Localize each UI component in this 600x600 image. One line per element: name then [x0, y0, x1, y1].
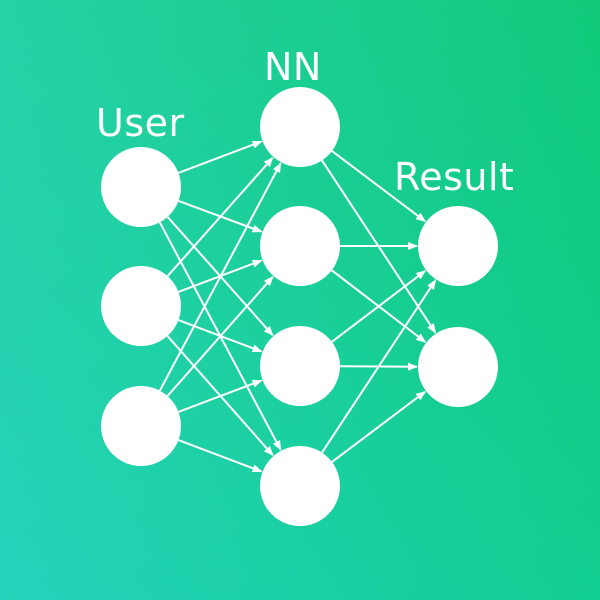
connection-arrows — [158, 140, 437, 473]
layer-label-nn: NN — [264, 45, 322, 89]
nn-node-4 — [260, 446, 340, 526]
arrow-user-3-to-nn-4 — [178, 439, 263, 473]
nn-node-3 — [260, 326, 340, 406]
nn-node-2 — [260, 206, 340, 286]
arrow-user-3-to-nn-2 — [166, 275, 274, 397]
arrow-user-1-to-nn-1 — [178, 140, 263, 174]
arrow-nn-3-to-result-1 — [331, 270, 427, 343]
arrow-user-2-to-nn-1 — [166, 156, 274, 277]
result-node-2 — [418, 327, 498, 407]
user-node-2 — [101, 266, 181, 346]
arrow-nn-1-to-result-1 — [331, 150, 426, 223]
result-node-1 — [418, 206, 498, 286]
arrow-user-3-to-nn-1 — [158, 162, 282, 392]
nn-node-1 — [260, 87, 340, 167]
user-node-1 — [101, 147, 181, 227]
arrow-user-3-to-nn-3 — [178, 379, 263, 413]
network-nodes — [101, 87, 498, 526]
arrow-nn-4-to-result-1 — [321, 279, 437, 454]
user-node-3 — [101, 386, 181, 466]
layer-label-result: Result — [394, 155, 515, 199]
arrow-nn-4-to-result-2 — [331, 390, 426, 463]
layer-label-user: User — [96, 101, 185, 145]
